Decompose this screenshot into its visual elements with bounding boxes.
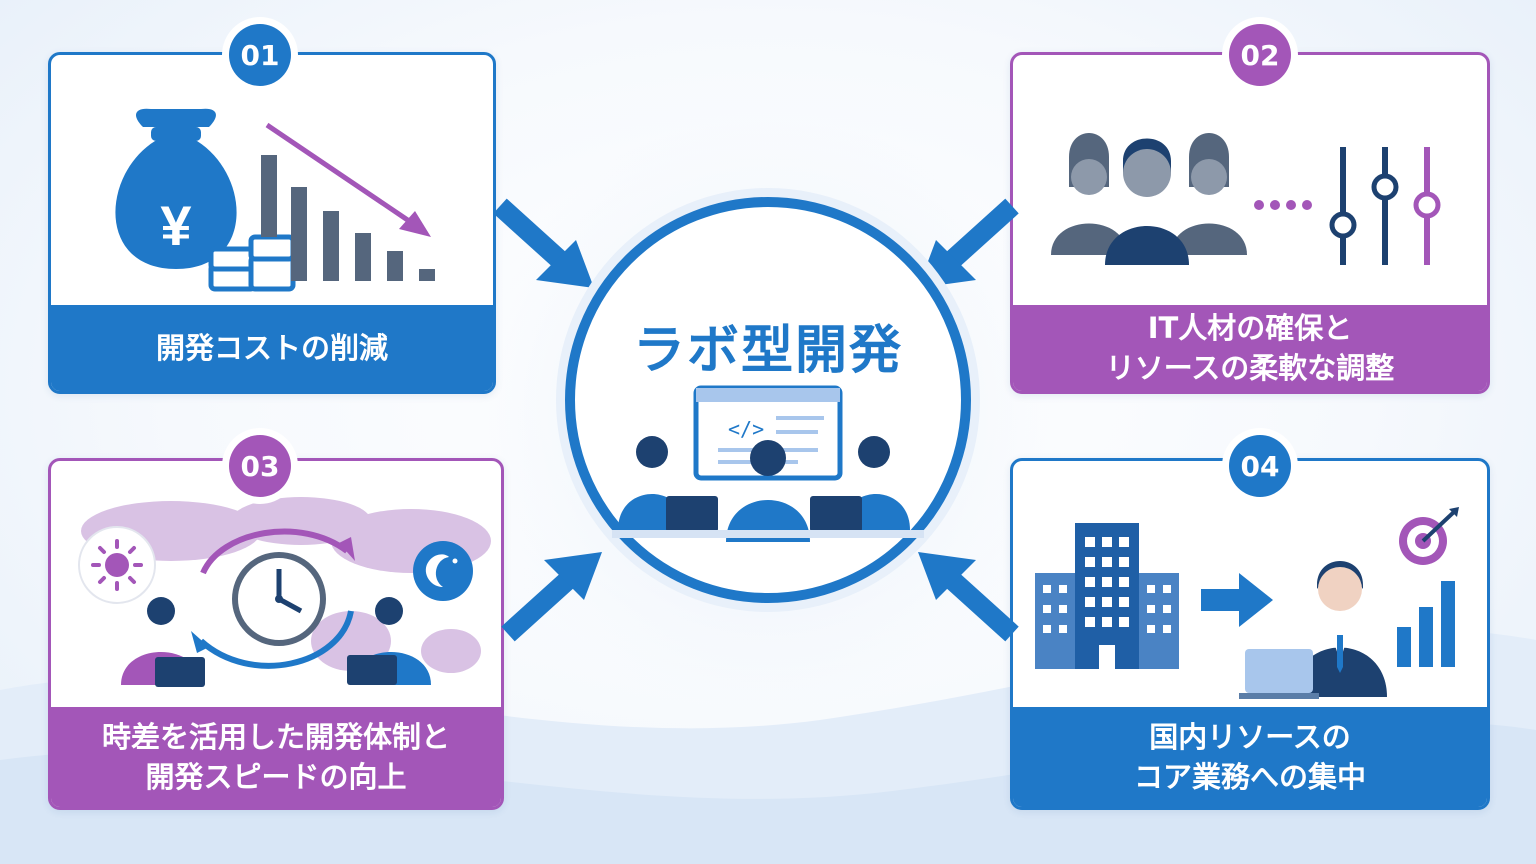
arrow-from-card-04 <box>918 552 1019 642</box>
down-arrow-icon <box>265 122 431 237</box>
card-number-badge-04: 04 <box>1222 428 1298 504</box>
target-icon <box>1399 507 1459 565</box>
card-label-line: 開発コストの削減 <box>155 331 388 365</box>
card-number-badge-01: 01 <box>222 17 298 93</box>
office-building-icon <box>1035 523 1179 669</box>
card-number: 03 <box>229 435 291 497</box>
svg-text:¥: ¥ <box>160 194 191 257</box>
card-number: 02 <box>1229 24 1291 86</box>
money-bag-yen-icon: ¥ <box>115 108 237 269</box>
person-right-icon <box>347 597 431 685</box>
card-cost-reduction-label: 開発コストの削減 <box>51 305 493 391</box>
card-core-business: 国内リソースの コア業務への集中 <box>1010 458 1490 810</box>
declining-bar-chart-icon <box>261 155 435 281</box>
slider-controls-icon <box>1329 147 1441 265</box>
coin-stack-icon <box>208 234 296 292</box>
card-number: 04 <box>1229 435 1291 497</box>
business-person-icon <box>1239 561 1387 699</box>
card-label-line: 国内リソースの <box>1149 720 1351 754</box>
arrow-from-card-01 <box>493 198 594 288</box>
center-title: ラボ型開発 <box>632 321 903 381</box>
card-time-difference-label: 時差を活用した開発体制と 開発スピードの向上 <box>51 707 501 807</box>
moon-icon <box>413 541 473 601</box>
growth-chart-icon <box>1397 581 1455 667</box>
card-label-line: コア業務への集中 <box>1133 760 1366 794</box>
clock-icon <box>232 552 326 646</box>
card-time-difference: 時差を活用した開発体制と 開発スピードの向上 <box>48 458 504 810</box>
card-label-line: 開発スピードの向上 <box>145 760 407 794</box>
ellipsis-dots <box>1254 200 1312 210</box>
arrow-from-card-03 <box>501 552 602 642</box>
card-cost-reduction: ¥ 開発コストの削減 <box>48 52 496 394</box>
center-hub: </> ラボ型開発 <box>548 170 988 630</box>
sun-icon <box>78 526 156 604</box>
lab-team-illustration: </> <box>612 385 924 542</box>
card-label-line: IT人材の確保と <box>1147 311 1353 345</box>
it-talent-illustration <box>1051 133 1441 265</box>
card-it-talent-label: IT人材の確保と リソースの柔軟な調整 <box>1013 305 1487 391</box>
time-difference-illustration <box>78 497 491 687</box>
card-it-talent: IT人材の確保と リソースの柔軟な調整 <box>1010 52 1490 394</box>
card-label-line: リソースの柔軟な調整 <box>1105 351 1395 385</box>
card-number: 01 <box>229 24 291 86</box>
card-core-business-label: 国内リソースの コア業務への集中 <box>1013 707 1487 807</box>
people-group-icon <box>1051 133 1247 265</box>
person-left-icon <box>121 597 205 687</box>
svg-text:</>: </> <box>728 417 764 441</box>
cost-reduction-illustration: ¥ <box>115 108 435 292</box>
right-arrow-icon <box>1201 573 1273 627</box>
center-circle: </> <box>556 188 980 612</box>
card-label-line: 時差を活用した開発体制と <box>101 720 450 754</box>
card-number-badge-03: 03 <box>222 428 298 504</box>
core-business-illustration <box>1035 507 1459 699</box>
cycle-arrows <box>191 528 355 669</box>
card-number-badge-02: 02 <box>1222 17 1298 93</box>
